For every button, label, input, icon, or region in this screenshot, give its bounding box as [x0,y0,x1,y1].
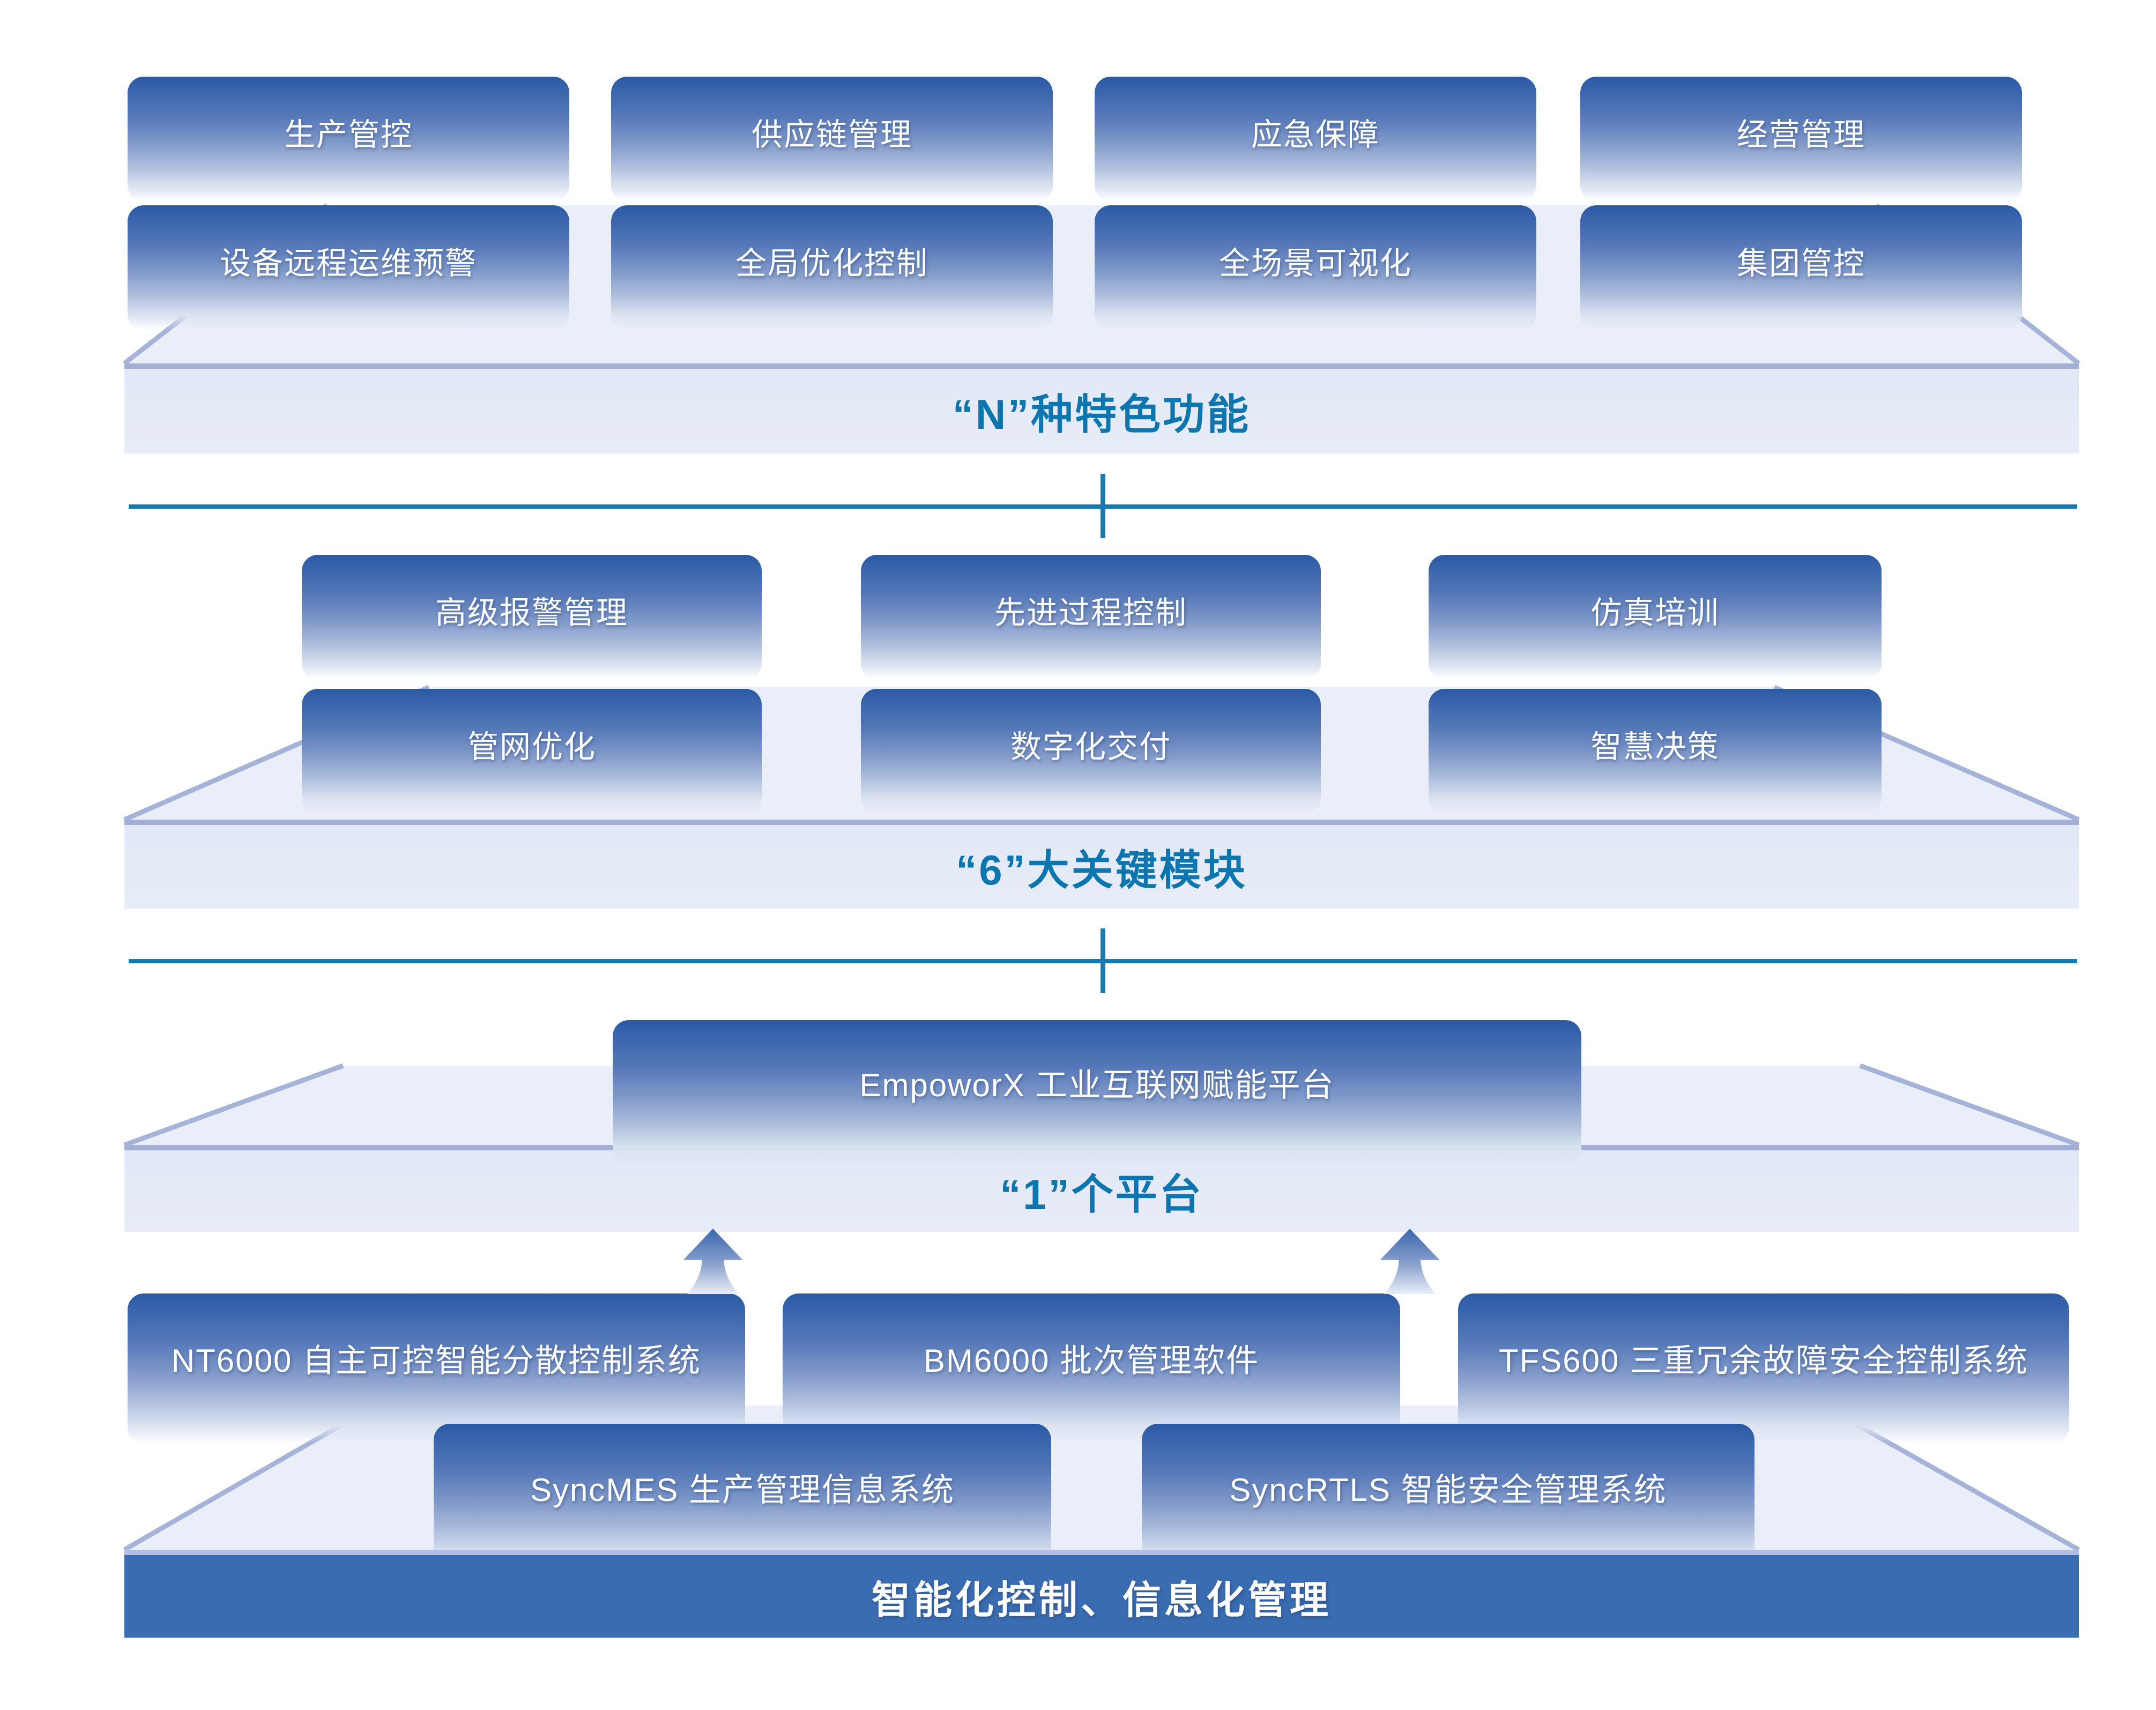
module-box: 仿真培训 [1429,555,1882,680]
n-feature-box: 全局优化控制 [611,205,1053,330]
n-feature-box: 供应链管理 [611,77,1053,202]
module-box: 数字化交付 [861,689,1321,814]
n-feature-box: 应急保障 [1095,77,1536,202]
up-arrow-icon [683,1229,742,1294]
divider-tick [1101,474,1105,538]
n-feature-box: 全场景可视化 [1095,205,1536,330]
empowerx-platform-box: EmpoworX 工业互联网赋能平台 [613,1020,1581,1166]
base-layer-banner: 智能化控制、信息化管理 [124,1550,2079,1638]
product-box: BM6000 批次管理软件 [783,1293,1400,1444]
module-box: 管网优化 [302,689,762,814]
n-layer-title: “N”种特色功能 [952,391,1251,438]
up-arrow-icon [1380,1229,1439,1294]
six-layer-platform-face: “6”大关键模块 [124,820,2079,909]
n-feature-box: 设备远程运维预警 [128,205,569,330]
product-box: TFS600 三重冗余故障安全控制系统 [1458,1293,2069,1444]
module-box: 高级报警管理 [302,555,762,680]
product-box: NT6000 自主可控智能分散控制系统 [128,1293,745,1444]
module-box: 先进过程控制 [861,555,1321,680]
n-layer-platform-face: “N”种特色功能 [124,363,2079,453]
product-box: SyncMES 生产管理信息系统 [434,1424,1051,1572]
n-feature-box: 集团管控 [1580,205,2022,330]
n-feature-box: 经营管理 [1580,77,2022,202]
divider-tick [1101,928,1105,993]
product-box: SyncRTLS 智能安全管理系统 [1142,1424,1754,1572]
n-feature-box: 生产管控 [128,77,569,202]
one-layer-title: “1”个平台 [1000,1171,1203,1218]
module-box: 智慧决策 [1429,689,1882,814]
six-layer-title: “6”大关键模块 [956,846,1247,894]
